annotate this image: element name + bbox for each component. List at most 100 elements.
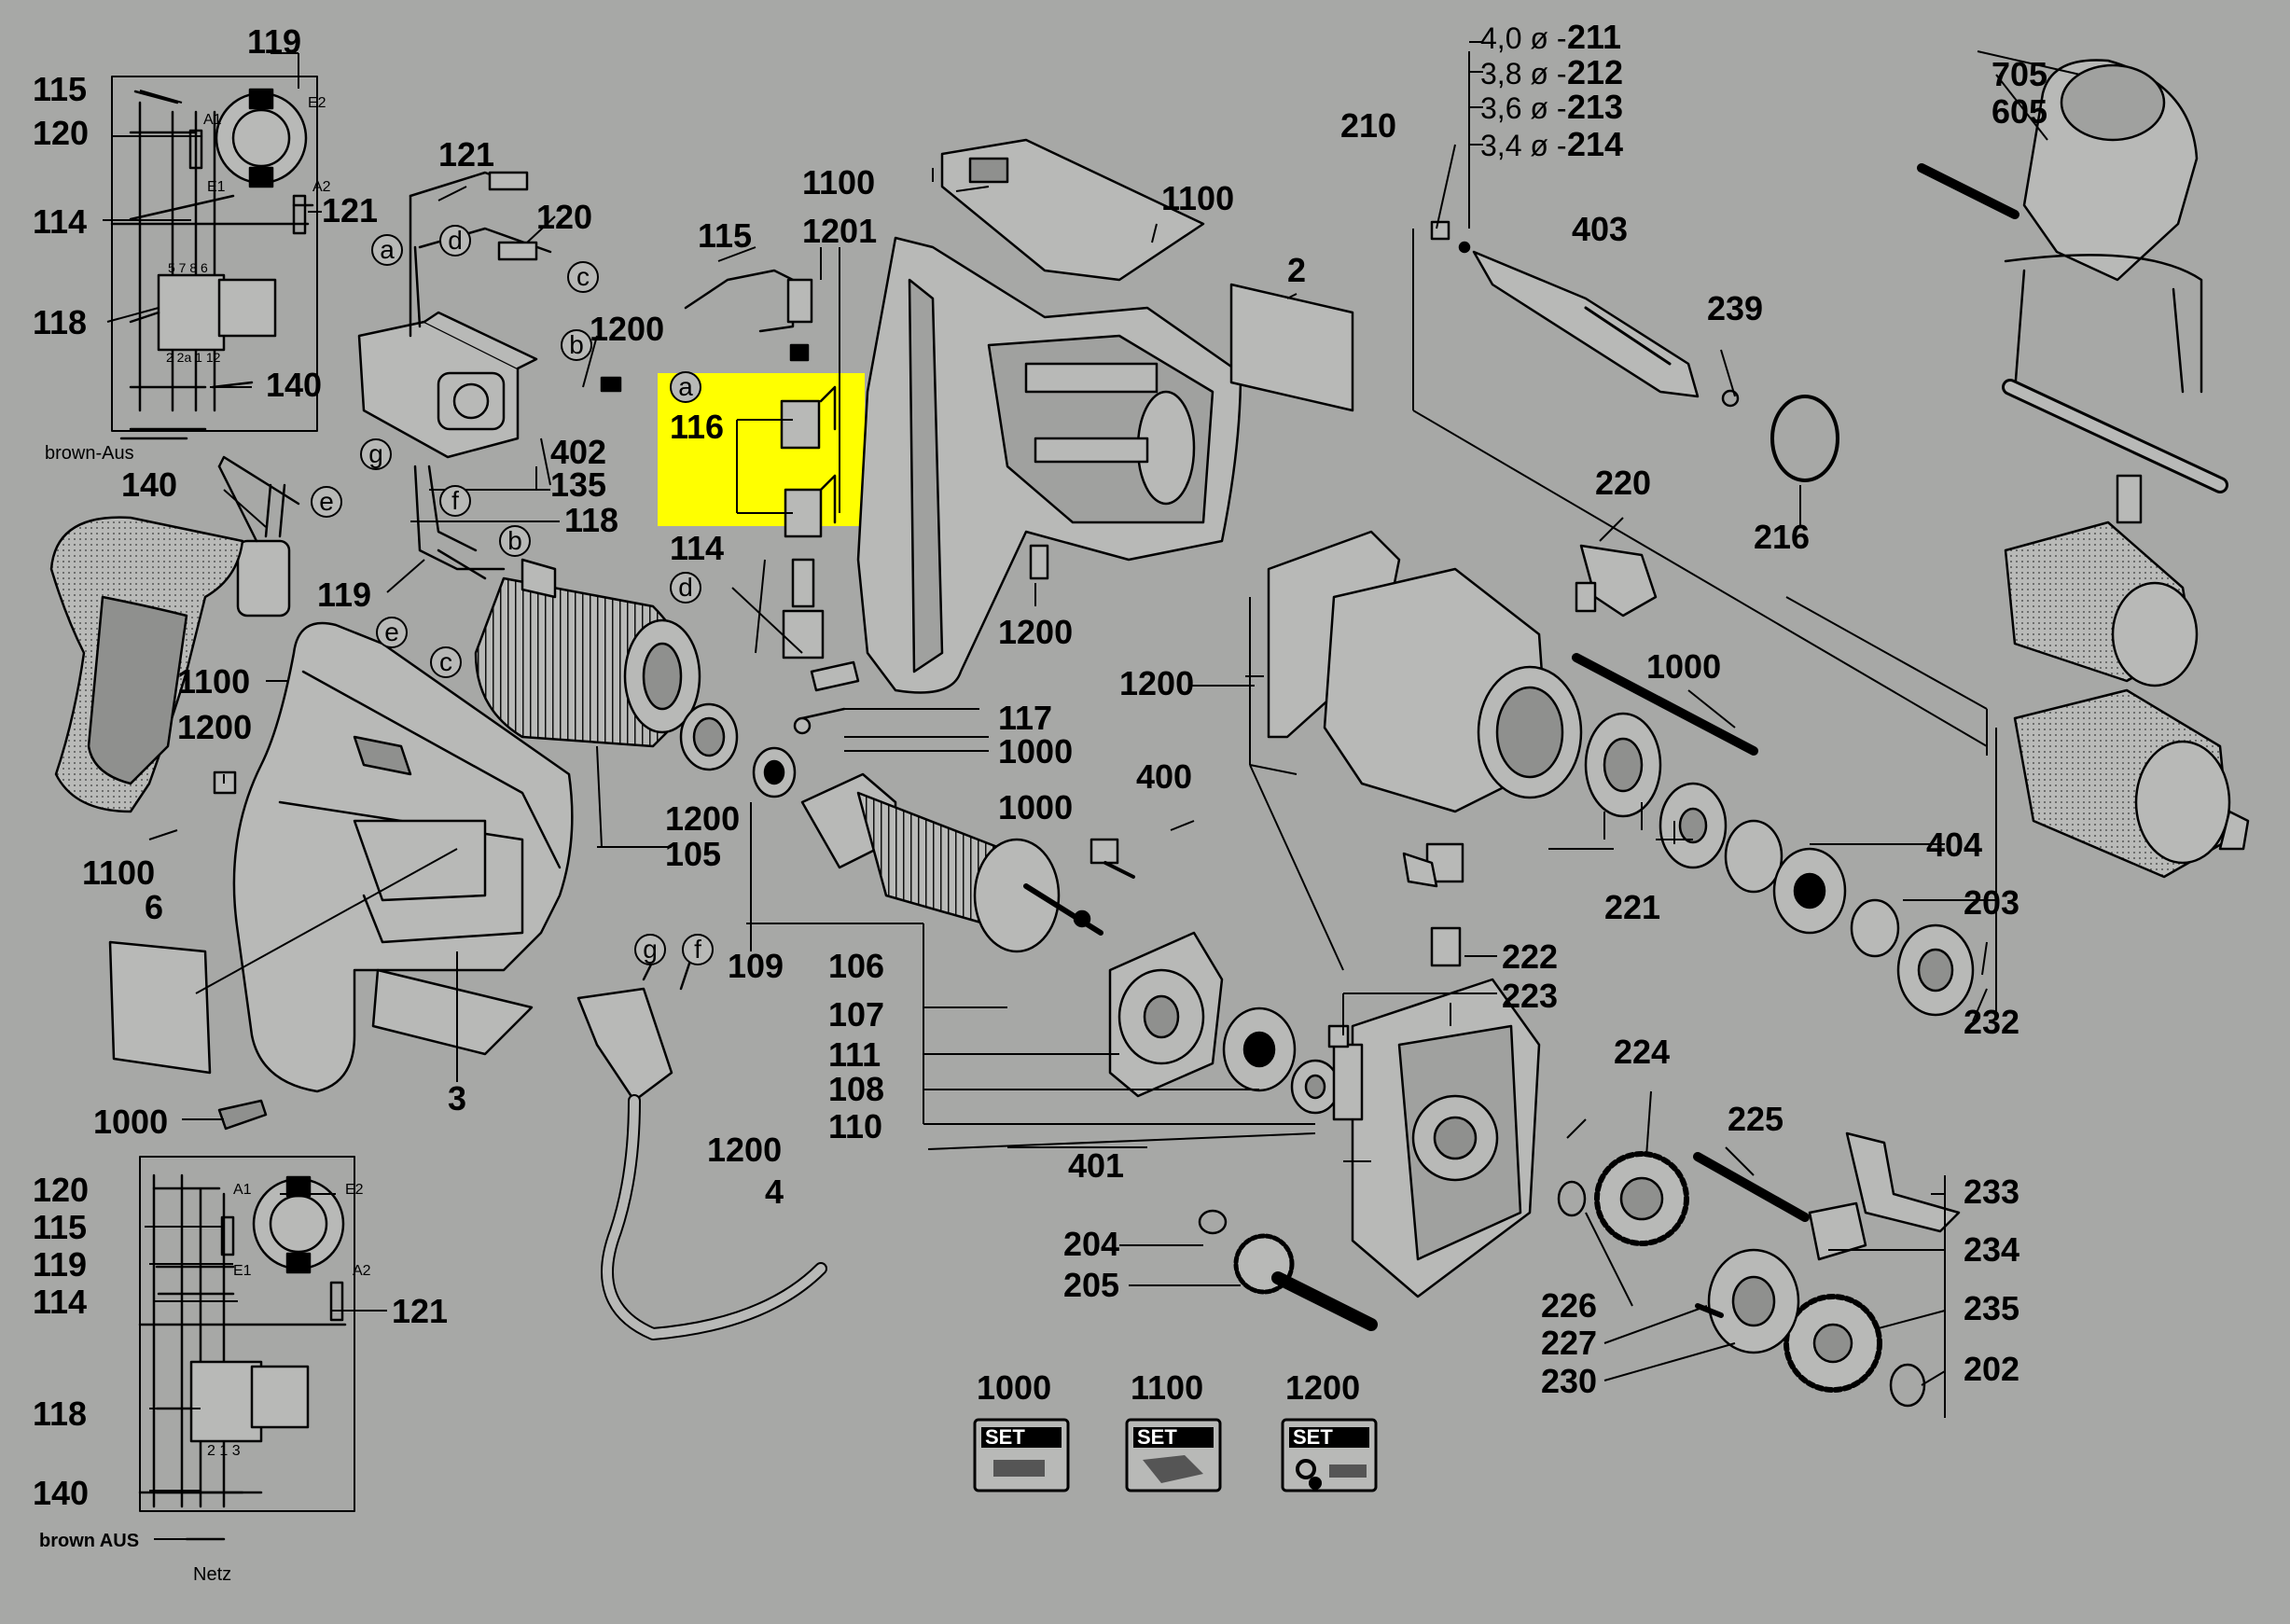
svg-text:f: f xyxy=(694,935,701,964)
armature xyxy=(800,772,1103,953)
clutch-230 xyxy=(1707,1248,1800,1354)
terminal-a2-top: A2 xyxy=(312,179,331,195)
terminal-a1-bottom: A1 xyxy=(233,1182,252,1198)
label-1100-cover: 1100 xyxy=(802,163,875,201)
washer-204 xyxy=(1198,1209,1228,1235)
label-119-bottom: 119 xyxy=(33,1245,87,1284)
label-plate-2 xyxy=(1229,283,1354,412)
wiring-schematic-top xyxy=(110,76,318,440)
marker-f-top: f xyxy=(439,485,471,517)
set-box-1200 xyxy=(1281,1418,1378,1492)
bearing-108 xyxy=(1222,1006,1297,1092)
label-224: 224 xyxy=(1614,1033,1670,1071)
label-105: 105 xyxy=(665,835,721,873)
label-1100-housing-right: 1100 xyxy=(1161,179,1234,217)
housing-half-left xyxy=(232,621,574,1093)
marker-b-mid: b xyxy=(499,525,531,557)
netz-label: Netz xyxy=(193,1564,231,1585)
spindle-403 xyxy=(1430,220,1700,398)
depth-gauge-handle xyxy=(1917,59,2203,394)
label-234: 234 xyxy=(1964,1230,2019,1269)
svg-text:a: a xyxy=(678,372,693,401)
label-233: 233 xyxy=(1964,1173,2019,1211)
label-120-bottom: 120 xyxy=(33,1171,89,1209)
connector-markers: a d c b g f e b e c a d g f xyxy=(311,225,714,965)
label-115-top: 115 xyxy=(33,70,87,108)
label-210: 210 xyxy=(1340,106,1396,145)
auxiliary-handle xyxy=(49,516,244,813)
label-121-top: 121 xyxy=(322,191,378,229)
marker-e-mid: e xyxy=(376,617,408,648)
label-106: 106 xyxy=(828,947,884,985)
set-label-1000: 1000 xyxy=(977,1368,1051,1407)
washer-202 xyxy=(1889,1363,1926,1408)
label-227: 227 xyxy=(1541,1324,1597,1362)
label-213: 213 xyxy=(1567,88,1623,126)
label-1200-cable: 1200 xyxy=(707,1131,782,1169)
label-1100-housing-left: 1100 xyxy=(177,662,250,701)
set-box-1100 xyxy=(1125,1418,1222,1492)
stator-field xyxy=(437,548,701,748)
switch-pins-bottom: 2 2a 1 12 xyxy=(166,350,221,365)
part-labels: 119 115 120 114 121 118 140 121 120 1200… xyxy=(33,18,2047,1512)
label-119-switch: 119 xyxy=(317,576,371,614)
label-216: 216 xyxy=(1754,518,1810,556)
label-2: 2 xyxy=(1287,251,1306,289)
washer-404 xyxy=(1724,819,1783,894)
marker-a-brush: a xyxy=(670,371,701,403)
terminal-a2-bottom: A2 xyxy=(353,1263,371,1279)
label-110: 110 xyxy=(828,1107,882,1145)
button-222 xyxy=(1402,852,1438,888)
label-121-bottom: 121 xyxy=(392,1292,448,1330)
wiring-schematic-bottom xyxy=(138,1156,355,1541)
label-1200-center: 1200 xyxy=(998,613,1073,651)
label-114-bottom: 114 xyxy=(33,1283,87,1321)
marker-e-left: e xyxy=(311,486,342,518)
label-223: 223 xyxy=(1502,977,1558,1015)
label-118-switch: 118 xyxy=(564,501,618,539)
label-235: 235 xyxy=(1964,1289,2019,1327)
label-plate-3 xyxy=(371,968,534,1056)
label-230: 230 xyxy=(1541,1362,1597,1400)
switch-assembly xyxy=(357,171,622,571)
label-1200-pin: 1200 xyxy=(177,708,252,746)
spindle-223 xyxy=(1430,926,1462,967)
label-115-brush: 115 xyxy=(698,216,752,255)
label-605: 605 xyxy=(1992,92,2047,131)
label-1000-brush: 1000 xyxy=(998,732,1073,770)
svg-text:f: f xyxy=(451,486,459,515)
gear-shaft-205 xyxy=(1233,1233,1378,1331)
set-label-1200: 1200 xyxy=(1285,1368,1360,1407)
set-word-1200: SET xyxy=(1293,1425,1333,1449)
svg-text:b: b xyxy=(569,330,584,359)
spring-ring-216 xyxy=(1770,395,1839,482)
label-118-bottom: 118 xyxy=(33,1395,87,1433)
label-4: 4 xyxy=(765,1173,784,1211)
pin-1200-center xyxy=(1029,544,1049,580)
pin-223 xyxy=(1327,1024,1350,1048)
marker-a-top: a xyxy=(371,234,403,266)
label-120-switch: 120 xyxy=(536,198,592,236)
fan-baffle-plate xyxy=(1108,931,1224,1098)
label-118-top: 118 xyxy=(33,303,87,341)
gear-221 xyxy=(1584,712,1728,869)
svg-text:b: b xyxy=(507,526,522,555)
bearing-232 xyxy=(1896,923,1975,1017)
set-word-1100: SET xyxy=(1137,1425,1177,1449)
power-cable xyxy=(576,959,827,1340)
leader-lines xyxy=(103,41,2081,1540)
bushing-110 xyxy=(1290,1059,1340,1115)
label-205: 205 xyxy=(1063,1266,1119,1304)
marker-c-top: c xyxy=(567,261,599,293)
terminal-e1-bottom: E1 xyxy=(233,1263,252,1279)
label-214: 214 xyxy=(1567,125,1623,163)
label-222: 222 xyxy=(1502,937,1558,976)
label-140-top: 140 xyxy=(266,366,322,404)
label-108: 108 xyxy=(828,1070,884,1108)
label-203: 203 xyxy=(1964,883,2019,922)
diameter-212: 3,8 ø - xyxy=(1480,57,1566,90)
label-120-top: 120 xyxy=(33,114,89,152)
label-plate-6 xyxy=(108,940,212,1075)
label-404: 404 xyxy=(1926,826,1982,864)
label-3: 3 xyxy=(448,1079,466,1117)
